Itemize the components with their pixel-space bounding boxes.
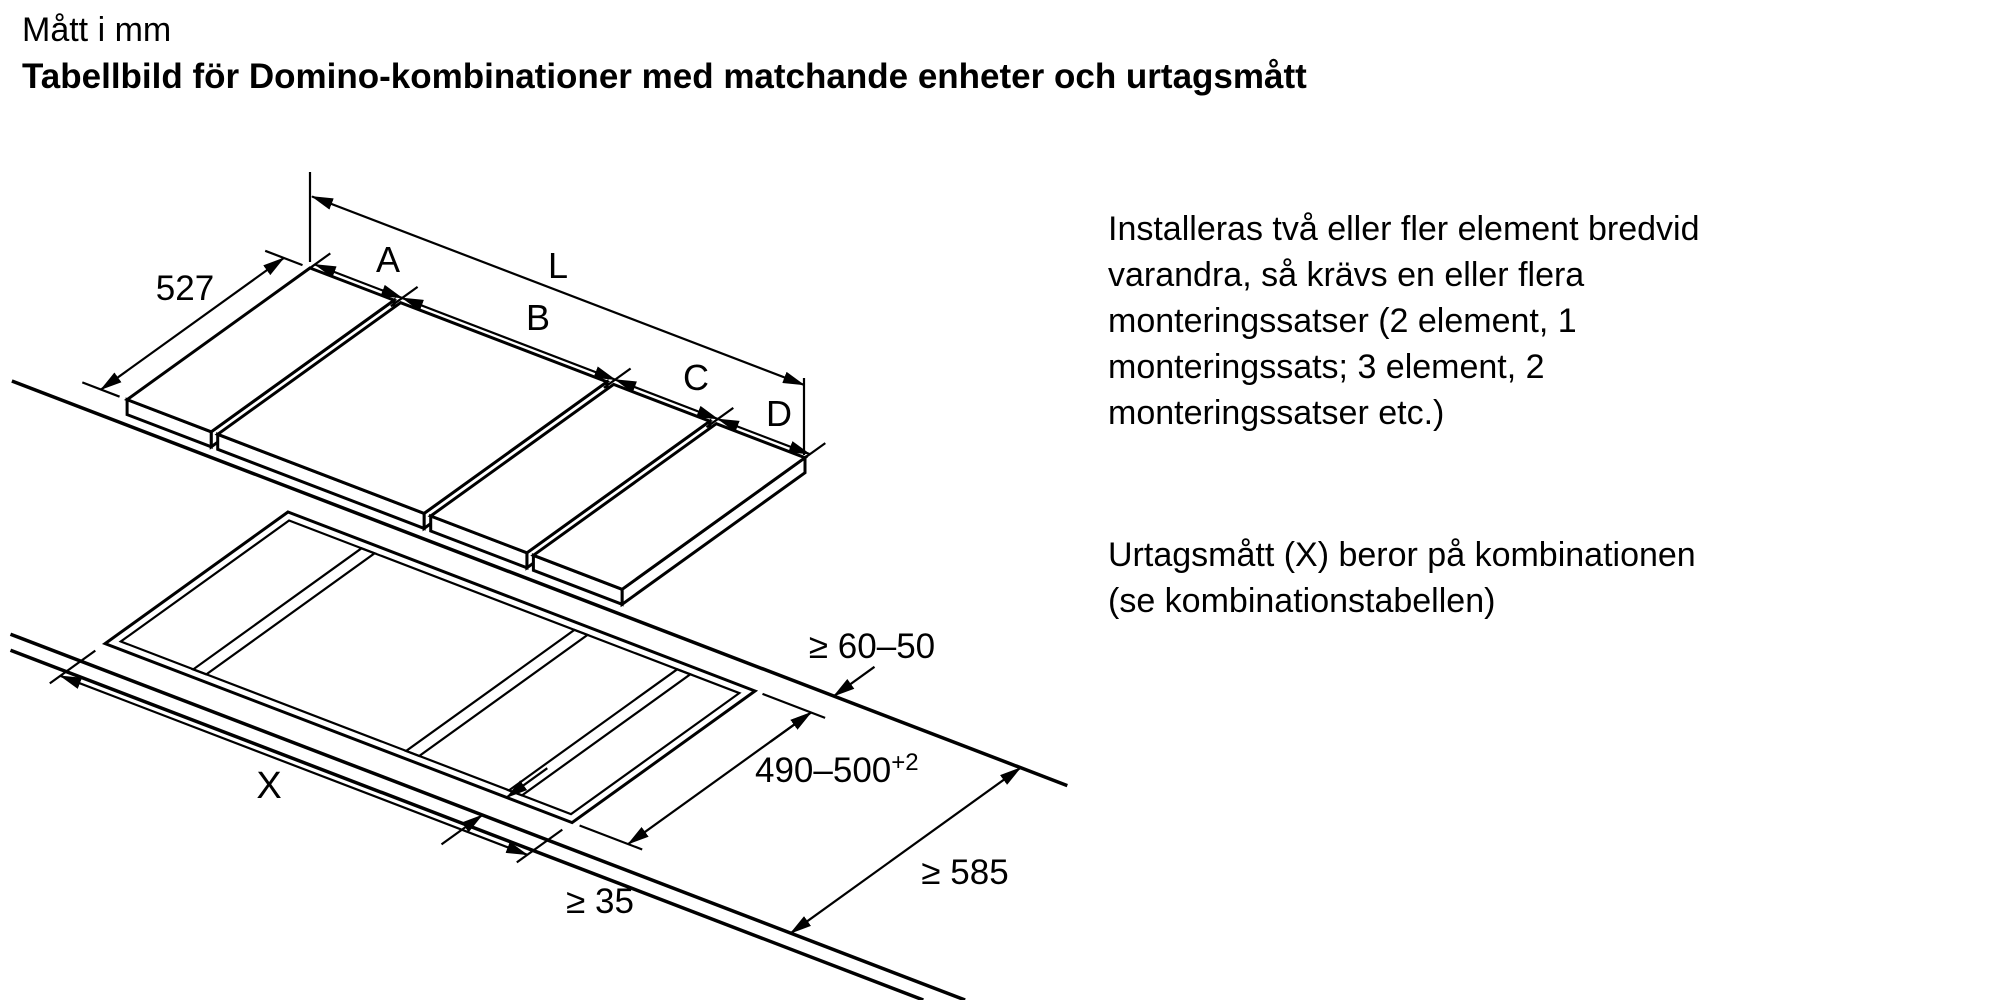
dim-rear-clearance-label: ≥ 60–50 — [809, 627, 935, 666]
note-line: monteringssatser (2 element, 1 — [1108, 302, 1577, 340]
dimension-line-c — [614, 378, 719, 421]
dim-element-widths — [302, 252, 826, 464]
extension-line — [762, 692, 826, 719]
worktop-back-edge — [11, 379, 1068, 788]
installation-note: Installeras två eller fler element bredv… — [1108, 206, 1968, 436]
extension-line — [264, 249, 303, 267]
note-line: varandra, så krävs en eller flera — [1108, 256, 1585, 294]
unit-note: Mått i mm — [22, 11, 172, 49]
dim-worktop-depth — [789, 766, 1022, 935]
cutout-inner-lip — [118, 519, 742, 816]
arrow-line — [832, 665, 876, 697]
note-line: monteringssats; 3 element, 2 — [1108, 348, 1545, 386]
cutout-depth-value: 490–500 — [755, 751, 891, 790]
dimension-line — [59, 674, 529, 856]
worktop-front-edge — [9, 632, 966, 1000]
arrow-line — [440, 814, 484, 846]
dim-width-a-label: A — [376, 239, 400, 280]
dimension-line-d — [716, 417, 811, 456]
dim-front-clearance-label: ≥ 35 — [566, 882, 634, 921]
note-line: Urtagsmått (X) beror på kombinationen — [1108, 536, 1696, 574]
tick — [302, 252, 331, 274]
cutout-outline — [101, 510, 759, 825]
tick — [390, 286, 419, 308]
mounting-bar — [190, 547, 377, 676]
dimension-line — [100, 257, 285, 391]
cutout-depth-tolerance: +2 — [891, 749, 918, 776]
arrow-line — [505, 767, 548, 799]
extension-line — [516, 828, 563, 864]
arrow-line — [769, 711, 812, 743]
cutout-note: Urtagsmått (X) beror på kombinationen (s… — [1108, 532, 1968, 624]
dim-total-length-label: L — [548, 245, 568, 286]
dim-width-d-label: D — [766, 393, 792, 434]
dimension-line-b — [401, 296, 617, 381]
tick — [705, 407, 734, 429]
dim-rear-clearance — [769, 665, 876, 743]
dim-width-c-label: C — [683, 357, 709, 398]
extension-line — [49, 649, 96, 685]
dimension-line-a — [313, 263, 404, 300]
dimension-line — [789, 766, 1022, 935]
page-title: Tabellbild för Domino-kombinationer med … — [22, 57, 1307, 96]
dim-cutout-length — [49, 649, 563, 864]
dimension-line — [311, 195, 805, 386]
dim-worktop-depth-label: ≥ 585 — [921, 853, 1008, 892]
dim-cutout-depth-label: 490–500+2 — [755, 749, 919, 790]
dim-cutout-length-label: X — [256, 765, 281, 807]
mounting-bar — [403, 628, 590, 758]
dim-panel-depth-label: 527 — [156, 269, 214, 308]
note-line: (se kombinationstabellen) — [1108, 582, 1496, 620]
tick — [797, 442, 826, 464]
note-line: Installeras två eller fler element bredv… — [1108, 210, 1700, 248]
dim-front-clearance — [440, 767, 548, 846]
note-line: monteringssatser etc.) — [1108, 394, 1445, 432]
dim-panel-depth — [81, 249, 303, 398]
extension-line — [579, 824, 643, 851]
tick — [603, 367, 632, 389]
dim-width-b-label: B — [526, 297, 550, 338]
